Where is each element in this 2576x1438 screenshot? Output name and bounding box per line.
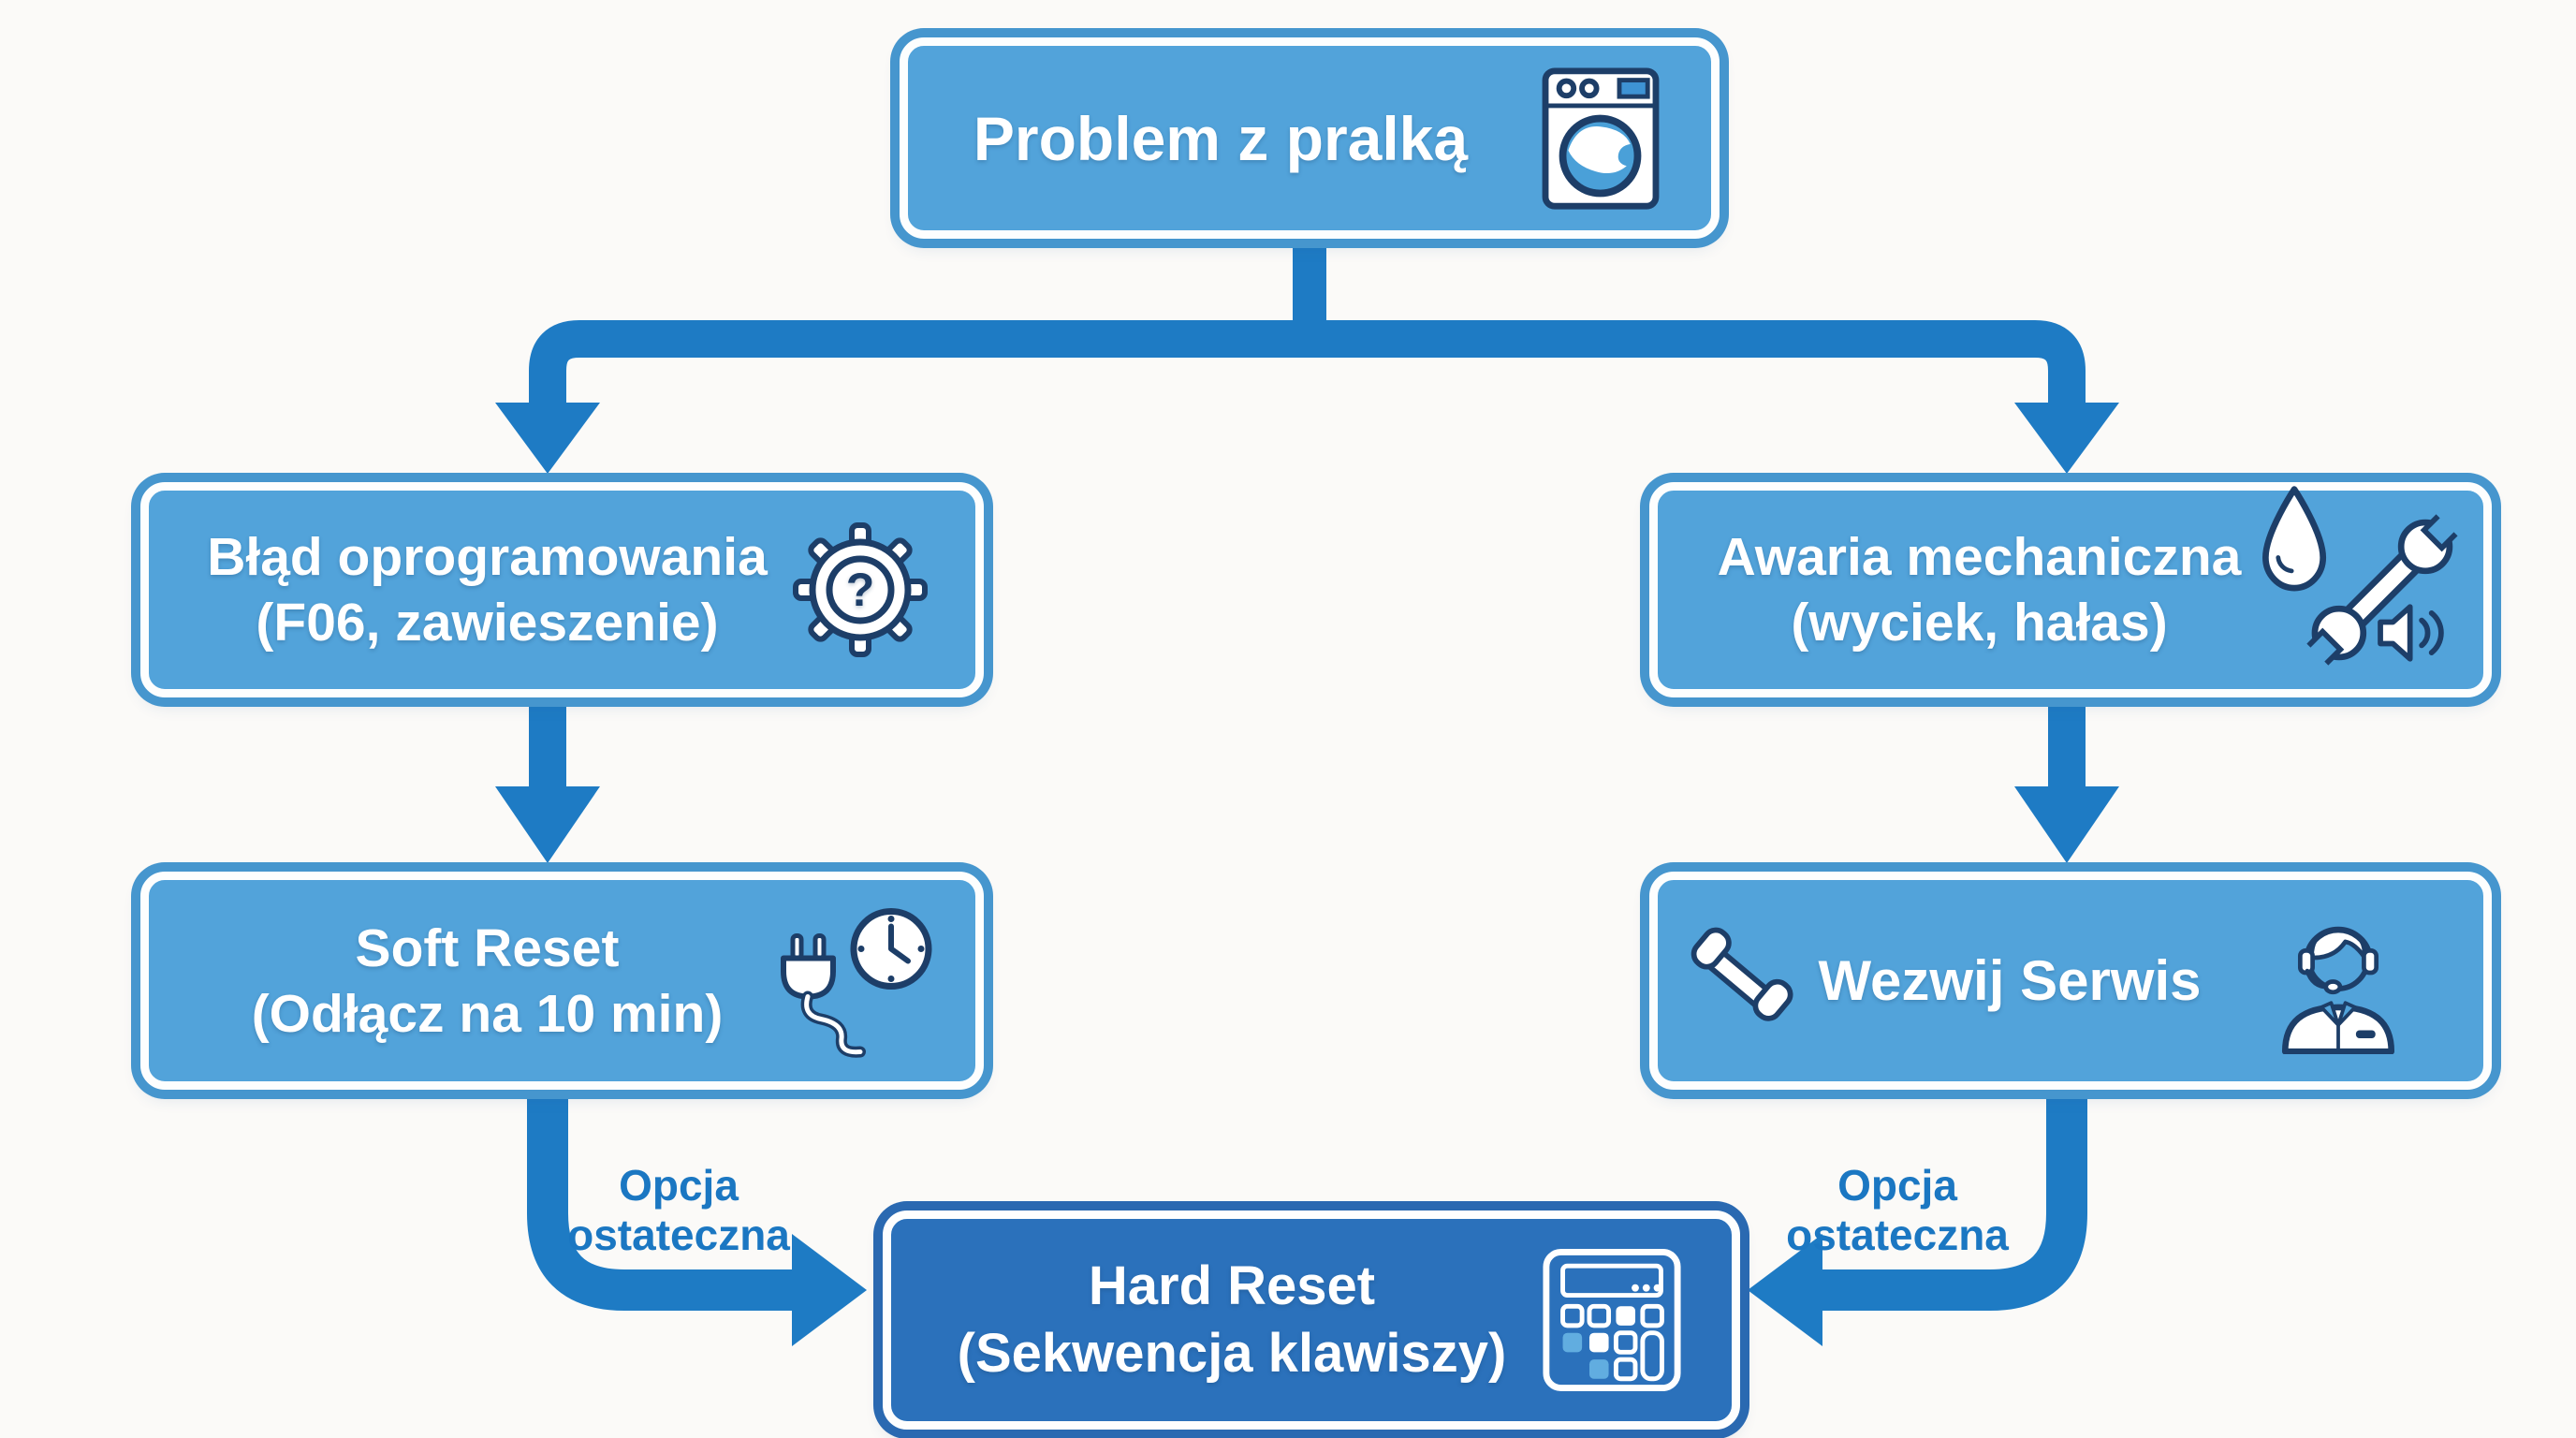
water-drop-wrench-speaker-icon — [2262, 486, 2469, 677]
power-plug-icon — [781, 932, 866, 1058]
edge-label-line2: ostateczna — [1786, 1211, 2009, 1259]
node-label-line1: Soft Reset — [355, 917, 620, 978]
node-label-line2: (F06, zawieszenie) — [256, 593, 719, 653]
node-label: Problem z pralką — [973, 103, 1469, 173]
washing-machine-icon — [1542, 66, 1660, 210]
edge-label-line1: Opcja — [1837, 1161, 1957, 1210]
edge-label-line1: Opcja — [619, 1161, 739, 1210]
wrench-icon — [2295, 503, 2469, 677]
node-wezwij-serwis: Wezwij Serwis — [1649, 872, 2492, 1090]
edge-label-line2: ostateczna — [567, 1211, 790, 1259]
edge-service-to-hardreset — [1748, 1093, 2087, 1346]
node-problem-z-pralka: Problem z pralką — [900, 37, 1720, 239]
gear-question-mark: ? — [846, 564, 875, 616]
node-label-line2: (wyciek, hałas) — [1791, 593, 2168, 653]
speaker-icon — [2378, 604, 2444, 662]
node-label: Wezwij Serwis — [1818, 949, 2202, 1012]
node-label-line2: (Odłącz na 10 min) — [251, 983, 724, 1044]
node-label-line1: Hard Reset — [1088, 1255, 1376, 1316]
node-label-line1: Błąd oprogramowania — [207, 527, 768, 587]
node-hard-reset: Hard Reset (Sekwencja klawiszy) — [883, 1211, 1740, 1430]
node-awaria-mechaniczna: Awaria mechaniczna (wyciek, hałas) — [1649, 482, 2492, 697]
edge-softreset-to-hardreset — [527, 1093, 867, 1346]
edge-root-to-branches — [495, 240, 2119, 474]
water-drop-icon — [2262, 486, 2327, 592]
node-label-line2: (Sekwencja klawiszy) — [957, 1323, 1507, 1384]
gear-question-icon: ? — [793, 522, 928, 657]
node-soft-reset: Soft Reset (Odłącz na 10 min) — [140, 872, 984, 1090]
edge-software-to-softreset — [495, 702, 600, 863]
plug-clock-icon — [781, 907, 932, 1058]
phone-handset-icon — [1690, 927, 1793, 1021]
keypad-icon — [1543, 1249, 1681, 1391]
support-agent-icon — [2281, 926, 2395, 1054]
node-blad-oprogramowania: Błąd oprogramowania (F06, zawieszenie) ? — [140, 482, 984, 697]
clock-icon — [850, 907, 932, 990]
edge-label-opcja-ostateczna-left: Opcja ostateczna — [538, 1161, 819, 1260]
edge-label-opcja-ostateczna-right: Opcja ostateczna — [1757, 1161, 2038, 1260]
edge-mechanical-to-service — [2014, 702, 2119, 863]
node-label-line1: Awaria mechaniczna — [1717, 527, 2242, 587]
